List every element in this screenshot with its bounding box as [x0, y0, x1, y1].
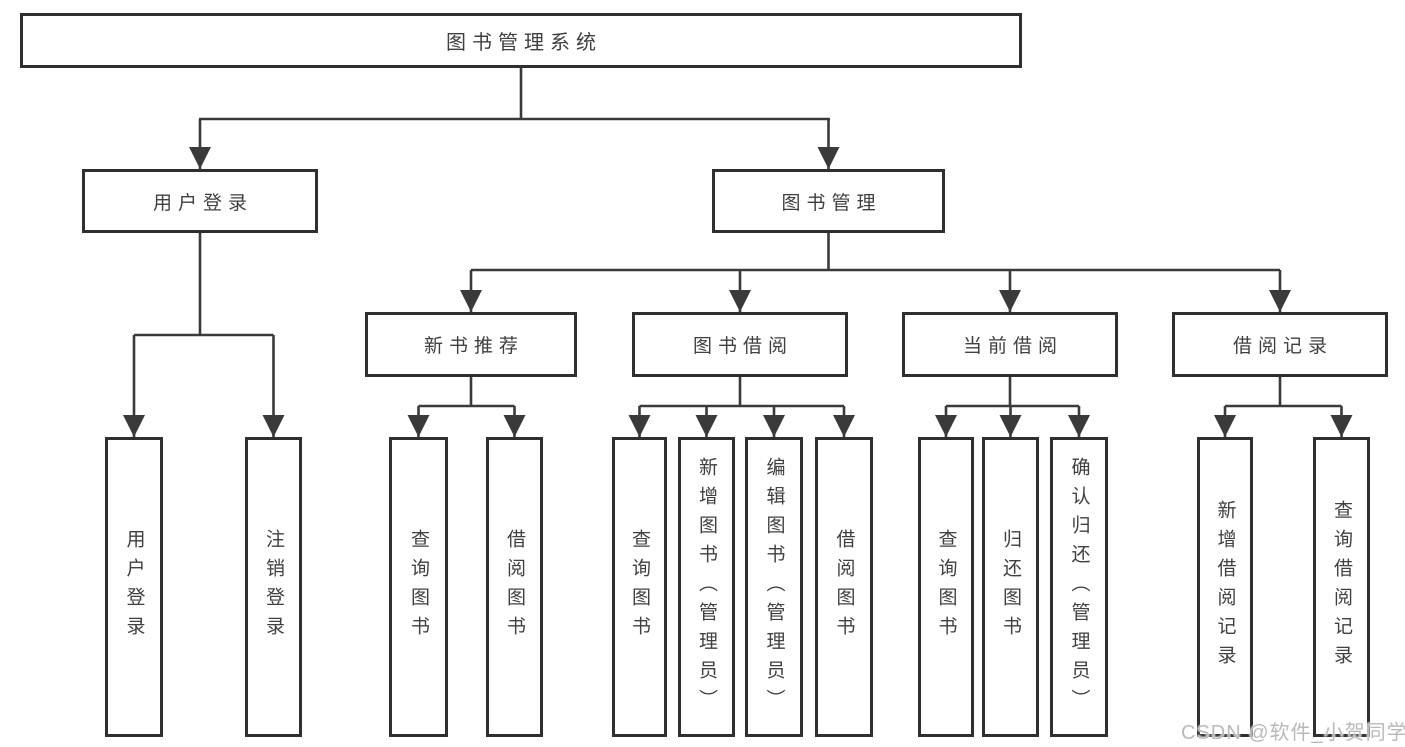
leaf-return-books: 归还图书: [982, 437, 1039, 737]
leaf-query-books-recommend: 查询图书: [389, 437, 448, 737]
node-book-management: 图书管理: [712, 169, 945, 233]
leaf-query-borrow-record: 查询借阅记录: [1313, 437, 1370, 737]
node-user-login-label: 用户登录: [152, 192, 253, 214]
node-library-system: 图书管理系统: [20, 13, 1022, 68]
node-current-borrowing-label: 当前借阅: [962, 336, 1063, 357]
node-borrowing-records: 借阅记录: [1172, 312, 1388, 377]
csdn-watermark: CSDN @软件_小贺同学: [1181, 722, 1405, 744]
leaf-borrow-books-recommend: 借阅图书: [486, 437, 543, 737]
leaf-user-login: 用户登录: [105, 437, 163, 737]
node-new-book-recommend: 新书推荐: [365, 312, 577, 377]
node-book-management-label: 图书管理: [781, 192, 882, 214]
node-library-system-label: 图书管理系统: [446, 32, 602, 54]
node-user-login: 用户登录: [82, 169, 318, 233]
node-new-book-recommend-label: 新书推荐: [423, 336, 524, 357]
node-book-borrowing: 图书借阅: [632, 312, 848, 377]
node-current-borrowing: 当前借阅: [902, 312, 1118, 377]
leaf-add-book-admin: 新增图书（管理员）: [678, 437, 735, 737]
node-borrowing-records-label: 借阅记录: [1232, 336, 1333, 357]
node-book-borrowing-label: 图书借阅: [692, 336, 793, 357]
leaf-confirm-return-admin: 确认归还（管理员）: [1050, 437, 1108, 737]
leaf-edit-book-admin: 编辑图书（管理员）: [745, 437, 803, 737]
leaf-query-books-borrowing: 查询图书: [612, 437, 667, 737]
leaf-borrow-books: 借阅图书: [815, 437, 873, 737]
leaf-add-borrow-record: 新增借阅记录: [1197, 437, 1253, 737]
leaf-logout-login: 注销登录: [245, 437, 302, 737]
leaf-query-books-current: 查询图书: [918, 437, 974, 737]
